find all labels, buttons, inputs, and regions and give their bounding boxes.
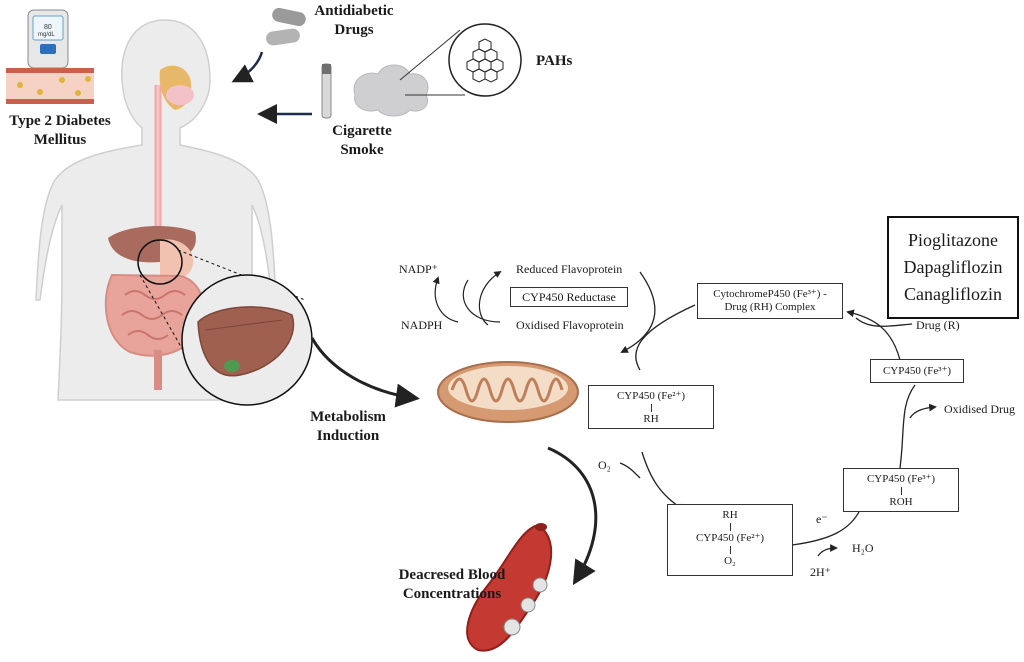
- smoke-cloud-icon: [353, 64, 429, 117]
- drug-r-label: Drug (R): [916, 318, 960, 332]
- decrease-arrow: [547, 446, 598, 586]
- drug-list-box: Pioglitazone Dapagliflozin Canagliflozin: [887, 216, 1019, 319]
- roh-box-bottom: ROH: [889, 496, 913, 508]
- glucometer-value: 80: [44, 24, 52, 31]
- fe2-box-bottom: RH: [643, 413, 659, 425]
- metabolism-label: Metabolism Induction: [310, 409, 386, 444]
- h2o-label: H₂O: [852, 541, 874, 555]
- decreased-concentration-label: Deacresed Blood Concentrations: [398, 567, 506, 602]
- cyp450-reductase-label: CYP450 Reductase: [522, 290, 616, 304]
- cyp450-roh-box: CYP450 (Fe³⁺) ROH: [843, 468, 959, 512]
- fe2-box-top: CYP450 (Fe²⁺): [616, 390, 686, 402]
- oxidised-flavoprotein-label: Oxidised Flavoprotein: [516, 318, 624, 332]
- cyp450-reductase-box: CYP450 Reductase: [510, 287, 628, 307]
- protons-label: 2H⁺: [810, 565, 831, 579]
- roh-box-top: CYP450 (Fe³⁺): [866, 473, 936, 485]
- reductase-curves: [432, 271, 502, 326]
- metabolism-induction-arrow: [310, 337, 420, 408]
- antidiabetic-label: Antidiabetic Drugs: [314, 3, 394, 38]
- cyp450-o2-complex-box: RH CYP450 (Fe²⁺) O₂: [667, 504, 793, 576]
- diabetes-label: Type 2 Diabetes Mellitus: [9, 113, 111, 148]
- o2-complex-mid: CYP450 (Fe²⁺): [695, 532, 765, 544]
- complex-line-1: CytochromeP450 (Fe³⁺) -: [713, 288, 827, 300]
- reduced-flavoprotein-label: Reduced Flavoprotein: [516, 262, 623, 276]
- drug-complex-box: CytochromeP450 (Fe³⁺) - Drug (RH) Comple…: [697, 283, 843, 319]
- drug-name: Dapagliflozin: [903, 257, 1003, 277]
- drug-name: Pioglitazone: [908, 230, 998, 250]
- drug-name: Canagliflozin: [904, 284, 1002, 304]
- pah-molecule-icon: [448, 23, 522, 97]
- pah-zoom-line-top: [399, 29, 461, 81]
- complex-line-2: Drug (RH) Complex: [724, 301, 816, 313]
- drug-intake-arrow: [231, 51, 264, 83]
- blood-vessel-icon: [6, 68, 94, 104]
- liver-zoom-illustration: [181, 274, 313, 406]
- pahs-label: PAHs: [536, 53, 573, 69]
- oxidised-drug-label: Oxidised Drug: [944, 402, 1015, 416]
- cigarette-icon: [321, 63, 332, 119]
- blood-vessel-pills-icon: [466, 523, 553, 652]
- mitochondrion-icon: [437, 361, 579, 423]
- cyp450-fe2-box: CYP450 (Fe²⁺) RH: [588, 385, 714, 429]
- o2-label: O₂: [598, 458, 611, 472]
- nadp-label: NADP⁺: [399, 262, 439, 276]
- electron-label: e⁻: [816, 512, 828, 526]
- o2-complex-top: RH: [722, 509, 738, 521]
- liver-magnify-small-circle: [137, 239, 183, 285]
- nadph-label: NADPH: [401, 318, 443, 332]
- zoom-line-bottom: [139, 274, 201, 381]
- cyp450-fe3-label: CYP450 (Fe³⁺): [882, 365, 952, 377]
- glucometer-unit: mg/dL: [38, 32, 55, 38]
- pills-icon: [266, 7, 306, 46]
- smoke-label: Cigarette Smoke: [332, 123, 392, 158]
- cyp450-fe3-box: CYP450 (Fe³⁺): [870, 359, 964, 383]
- o2-complex-bottom: O₂: [724, 555, 736, 567]
